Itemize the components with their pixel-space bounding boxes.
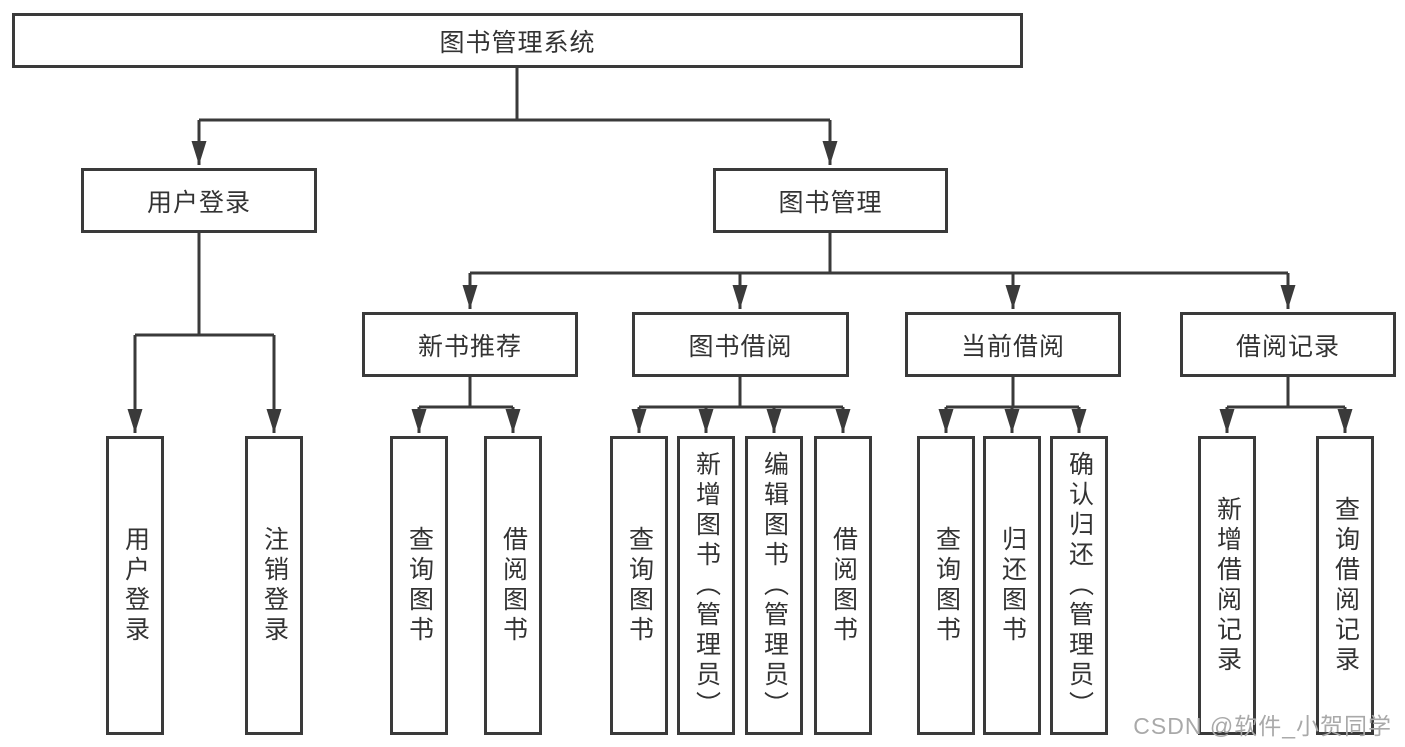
- node-label: 图书管理: [778, 188, 883, 217]
- node-label: 借阅记录: [1235, 332, 1340, 361]
- leaf-label: 归还图书: [998, 525, 1027, 646]
- leaf-label: 用户登录: [121, 525, 150, 646]
- node-library-management-system: 图书管理系统: [12, 13, 1023, 68]
- node-user-login: 用户登录: [81, 168, 317, 233]
- leaf-label: 确认归还（管理员）: [1065, 450, 1094, 721]
- leaf-query-books-borrowing: 查询图书: [610, 436, 668, 735]
- leaf-logout: 注销登录: [245, 436, 303, 735]
- leaf-label: 新增借阅记录: [1213, 495, 1242, 676]
- leaf-label: 查询借阅记录: [1331, 495, 1360, 676]
- leaf-label: 编辑图书（管理员）: [760, 450, 789, 721]
- connector-lines: [135, 68, 1345, 409]
- leaf-label: 新增图书（管理员）: [692, 450, 721, 721]
- node-label: 新书推荐: [417, 332, 522, 361]
- leaf-label: 借阅图书: [499, 525, 528, 646]
- node-current-borrowing: 当前借阅: [905, 312, 1121, 377]
- node-new-book-recommend: 新书推荐: [362, 312, 578, 377]
- leaf-query-borrow-record: 查询借阅记录: [1316, 436, 1374, 735]
- leaf-label: 注销登录: [260, 525, 289, 646]
- leaf-borrow-books-borrowing: 借阅图书: [814, 436, 872, 735]
- node-book-borrowing: 图书借阅: [632, 312, 849, 377]
- leaf-borrow-books-recommend: 借阅图书: [484, 436, 542, 735]
- node-label: 图书管理系统: [439, 28, 596, 57]
- leaf-edit-book-admin: 编辑图书（管理员）: [745, 436, 803, 735]
- leaf-add-book-admin: 新增图书（管理员）: [677, 436, 735, 735]
- leaf-label: 查询图书: [932, 525, 961, 646]
- leaf-user-login: 用户登录: [106, 436, 164, 735]
- leaf-label: 查询图书: [625, 525, 654, 646]
- leaf-label: 查询图书: [405, 525, 434, 646]
- leaf-query-books-current: 查询图书: [917, 436, 975, 735]
- node-borrowing-records: 借阅记录: [1180, 312, 1396, 377]
- leaf-return-books: 归还图书: [983, 436, 1041, 735]
- node-book-management: 图书管理: [713, 168, 948, 233]
- leaf-confirm-return-admin: 确认归还（管理员）: [1050, 436, 1108, 735]
- node-label: 当前借阅: [960, 332, 1065, 361]
- node-label: 图书借阅: [688, 332, 793, 361]
- leaf-label: 借阅图书: [829, 525, 858, 646]
- connector-arrows: [127, 120, 1353, 433]
- leaf-query-books-recommend: 查询图书: [390, 436, 448, 735]
- watermark: CSDN @软件_小贺同学: [1133, 713, 1392, 739]
- node-label: 用户登录: [146, 188, 251, 217]
- leaf-add-borrow-record: 新增借阅记录: [1198, 436, 1256, 735]
